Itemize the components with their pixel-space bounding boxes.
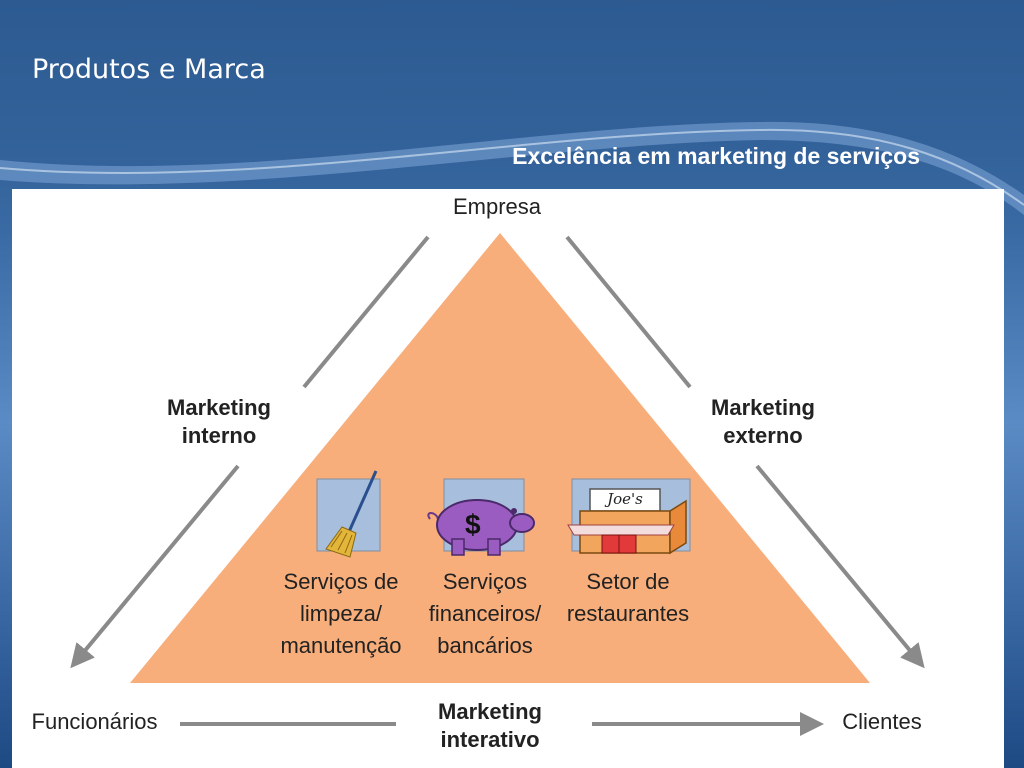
category-limpeza: Serviços de limpeza/ manutenção bbox=[266, 566, 416, 662]
right-edge-upper-line bbox=[565, 235, 692, 389]
broom-icon bbox=[316, 470, 381, 558]
category-restaurantes-line1: Setor de bbox=[586, 569, 670, 594]
diagram-panel: $ Joe's Empresa Funcionários Clientes Ma… bbox=[12, 189, 1004, 768]
restaurant-sign: Joe's bbox=[607, 490, 643, 508]
category-limpeza-line2: limpeza/ bbox=[300, 601, 382, 626]
node-empresa: Empresa bbox=[452, 194, 542, 219]
right-edge-arrow bbox=[755, 464, 925, 669]
label-marketing-externo: Marketing externo bbox=[688, 394, 838, 450]
left-edge-arrow bbox=[70, 464, 240, 669]
category-restaurantes: Setor de restaurantes bbox=[554, 566, 702, 630]
node-clientes: Clientes bbox=[842, 709, 922, 734]
category-financeiros-line2: financeiros/ bbox=[428, 601, 542, 626]
triangle-diagram: $ bbox=[70, 233, 925, 736]
category-limpeza-line3: manutenção bbox=[280, 633, 402, 658]
label-marketing-externo-line1: Marketing bbox=[711, 395, 815, 420]
services-triangle bbox=[130, 233, 870, 683]
node-funcionarios: Funcionários bbox=[31, 709, 158, 734]
category-financeiros-line3: bancários bbox=[437, 633, 533, 658]
label-marketing-interno: Marketing interno bbox=[144, 394, 294, 450]
diagram-subtitle: Excelência em marketing de serviços bbox=[512, 143, 920, 169]
label-marketing-interativo-line1: Marketing bbox=[438, 699, 542, 724]
restaurant-icon bbox=[567, 478, 691, 555]
category-restaurantes-line2: restaurantes bbox=[566, 601, 690, 626]
slide-title: Produtos e Marca bbox=[32, 54, 266, 85]
left-edge-upper-line bbox=[302, 235, 430, 389]
label-marketing-externo-line2: externo bbox=[723, 423, 803, 448]
label-marketing-interno-line2: interno bbox=[181, 423, 257, 448]
category-financeiros-line1: Serviços bbox=[442, 569, 528, 594]
label-marketing-interativo: Marketing interativo bbox=[415, 698, 565, 754]
label-marketing-interativo-line2: interativo bbox=[440, 727, 540, 752]
piggy-bank-icon: $ bbox=[427, 478, 535, 556]
svg-text:$: $ bbox=[465, 509, 481, 540]
category-financeiros: Serviços financeiros/ bancários bbox=[413, 566, 557, 662]
category-limpeza-line1: Serviços de bbox=[283, 569, 399, 594]
label-marketing-interno-line1: Marketing bbox=[167, 395, 271, 420]
